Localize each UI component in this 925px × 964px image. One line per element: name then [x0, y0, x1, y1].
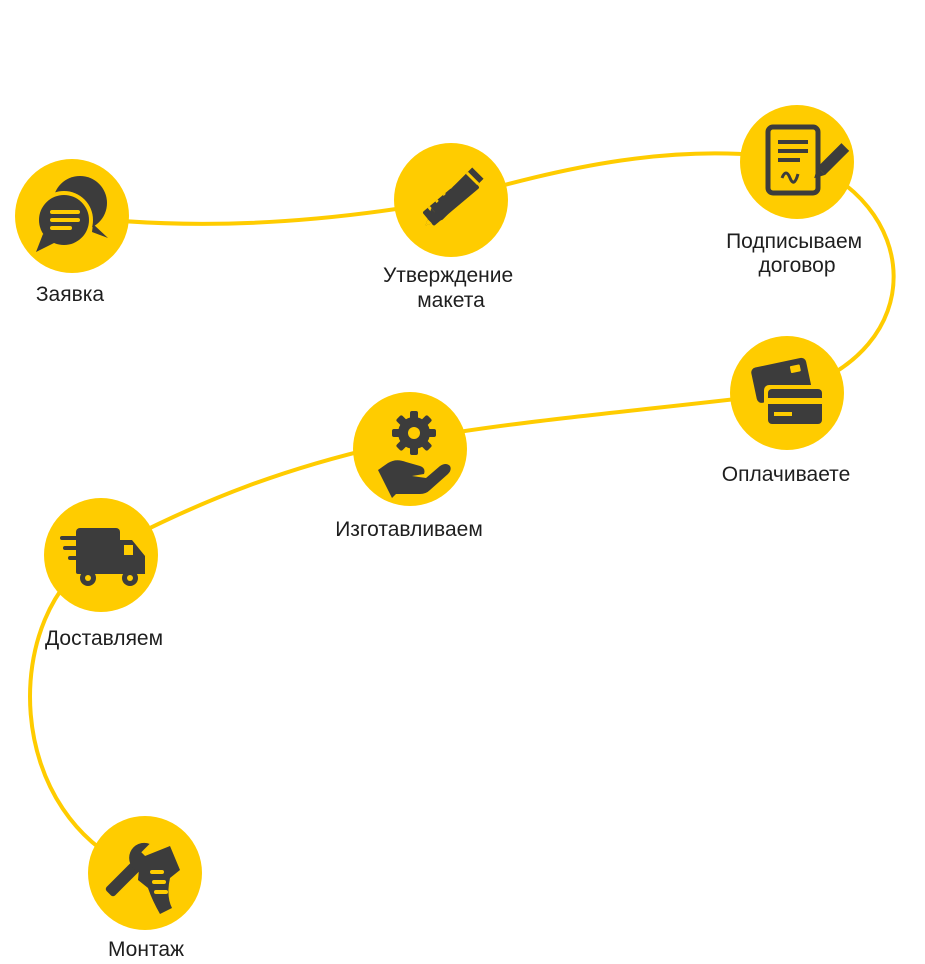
step-label: Заявка — [36, 283, 105, 306]
step-label-line: Доставляем — [45, 627, 163, 650]
step-label-line: Оплачиваете — [722, 463, 851, 486]
chat-bubbles-icon — [35, 176, 108, 252]
payment-cards-icon — [751, 357, 826, 428]
contract-sign-icon — [765, 124, 850, 196]
pencil-ruler-icon — [423, 167, 484, 226]
step-label-line: Монтаж — [108, 938, 184, 961]
step-label: Подписываем договор — [726, 230, 868, 277]
step-label-line: Заявка — [36, 283, 105, 306]
step-dostavka: Доставляем — [44, 498, 163, 650]
step-zayavka: Заявка — [15, 159, 129, 306]
step-label-line: Утверждение — [383, 264, 513, 287]
step-label: Монтаж — [108, 938, 184, 961]
gear-hand-icon — [378, 411, 451, 498]
step-label: Оплачиваете — [722, 463, 851, 486]
step-label: Утверждение макета — [383, 264, 519, 312]
step-label: Доставляем — [45, 627, 163, 650]
step-label-line: Изготавливаем — [335, 518, 483, 541]
step-oplata: Оплачиваете — [722, 336, 851, 486]
step-izgotovlenie: Изготавливаем — [335, 392, 483, 541]
step-label: Изготавливаем — [335, 518, 483, 541]
step-label-line: Подписываем — [726, 230, 862, 253]
step-dogovor: Подписываем договор — [726, 105, 868, 277]
step-label-line: договор — [758, 254, 835, 277]
delivery-truck-icon — [60, 528, 145, 586]
step-montazh: Монтаж — [88, 816, 202, 961]
step-maket: Утверждение макета — [383, 143, 519, 312]
step-label-line: макета — [417, 289, 485, 312]
wrench-hand-icon — [105, 840, 180, 914]
